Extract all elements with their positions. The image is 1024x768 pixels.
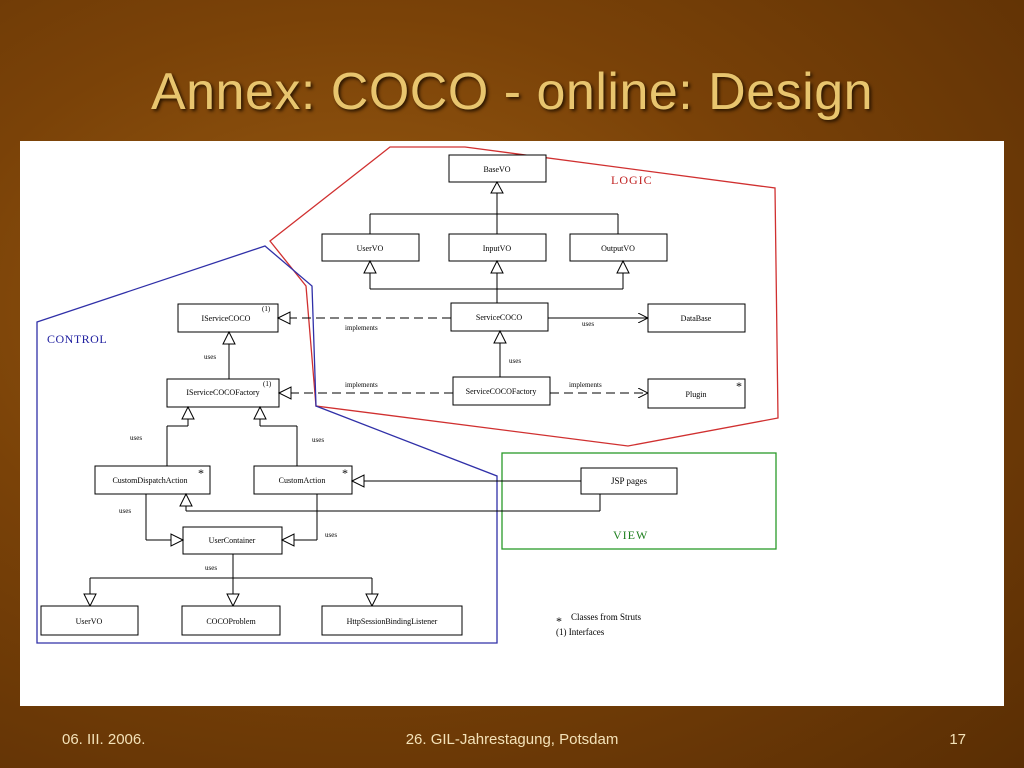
legend-interfaces-text: (1) Interfaces: [556, 627, 605, 637]
cocoproblem-name: COCOProblem: [206, 617, 256, 626]
plugin-box: [647, 378, 746, 409]
uses-label-database: uses: [582, 320, 594, 328]
footer-page-number: 17: [949, 731, 966, 748]
httpsessionbindinglistener-box: [321, 605, 463, 636]
uses-triangle-ifactory-left: [181, 405, 195, 420]
customaction-struts-marker: *: [342, 466, 348, 480]
customaction-name: CustomAction: [279, 476, 326, 485]
customaction-box: [253, 465, 353, 495]
uml-diagram: LOGIC CONTROL VIEW BaseVO UserVO InputVO…: [36, 146, 779, 644]
uses-label-ifactory-right: uses: [312, 436, 324, 444]
servicecoco-name: ServiceCOCO: [476, 313, 522, 322]
implements-label-iservicecoco: implements: [345, 324, 378, 332]
inputvo-box: [448, 233, 547, 262]
iservicecocofactory-name: IServiceCOCOFactory: [186, 388, 259, 397]
customdispatchaction-box: [94, 465, 211, 495]
logic-region: [269, 146, 779, 447]
basevo-name: BaseVO: [483, 165, 510, 174]
legend-struts-text: Classes from Struts: [571, 612, 641, 622]
view-label: VIEW: [613, 528, 648, 542]
slide-title: Annex: COCO - online: Design: [150, 63, 874, 121]
uses-triangle-ifactory-right: [253, 405, 267, 420]
uses-label-usercontainer-right: uses: [325, 531, 337, 539]
logic-label: LOGIC: [611, 173, 653, 187]
servicecocofactory-box: [452, 376, 551, 406]
jsppages-box: [580, 467, 678, 495]
uses-label-iservicecoco: uses: [204, 353, 216, 361]
jsp-triangle-customdispatchaction: [179, 492, 193, 507]
uservo-control-name: UserVO: [76, 617, 103, 626]
view-region: [501, 452, 777, 550]
plugin-name: Plugin: [686, 390, 707, 399]
httpsessionbindinglistener-name: HttpSessionBindingListener: [347, 617, 438, 626]
plugin-struts-marker: *: [736, 379, 742, 393]
usercontainer-uses-lines: [89, 554, 373, 594]
iservicecoco-interface-marker: (1): [262, 305, 271, 313]
diagram-panel: LOGIC CONTROL VIEW BaseVO UserVO InputVO…: [20, 141, 1004, 706]
uses-label-usercontainer-bottom: uses: [205, 564, 217, 572]
uservo-logic-name: UserVO: [357, 244, 384, 253]
uses-label-factory: uses: [509, 357, 521, 365]
jsppages-name: JSP pages: [611, 476, 647, 486]
uses-label-usercontainer-left: uses: [119, 507, 131, 515]
actions-uses-ifactory-lines: [166, 419, 298, 466]
footer-date: 06. III. 2006.: [62, 731, 146, 748]
database-box: [647, 303, 746, 333]
uservo-control-box: [40, 605, 139, 636]
customdispatchaction-name: CustomDispatchAction: [112, 476, 187, 485]
iservicecocofactory-interface-marker: (1): [263, 380, 272, 388]
legend-struts-marker: *: [556, 614, 562, 628]
usercontainer-name: UserContainer: [209, 536, 256, 545]
cocoproblem-box: [181, 605, 281, 636]
implements-triangle-ifactory: [277, 386, 292, 400]
uses-triangle-iservicecoco: [222, 330, 236, 345]
control-label: CONTROL: [47, 332, 107, 346]
footer-event: 26. GIL-Jahrestagung, Potsdam: [405, 731, 619, 748]
control-region: [36, 245, 498, 644]
inputvo-name: InputVO: [483, 244, 512, 253]
inheritance-triangles-logic: [363, 180, 630, 344]
implements-label-ifactory: implements: [345, 381, 378, 389]
vo-inheritance-lines: [369, 182, 624, 377]
outputvo-name: OutputVO: [601, 244, 635, 253]
iservicecoco-name: IServiceCOCO: [202, 314, 251, 323]
implements-triangle-iservicecoco: [276, 311, 291, 325]
uses-label-ifactory-left: uses: [130, 434, 142, 442]
database-name: DataBase: [681, 314, 712, 323]
actions-uses-usercontainer-lines: [145, 494, 318, 541]
usercontainer-box: [182, 526, 283, 555]
jsp-to-customdispatchaction: [185, 494, 601, 512]
iservicecocofactory-box: [166, 378, 280, 408]
uses-triangle-usercontainer-right: [280, 533, 295, 547]
servicecocofactory-name: ServiceCOCOFactory: [466, 387, 537, 396]
jsp-triangle-customaction: [350, 474, 365, 488]
implements-label-plugin: implements: [569, 381, 602, 389]
usercontainer-uses-triangles: [83, 593, 379, 608]
customdispatchaction-struts-marker: *: [198, 466, 204, 480]
basevo-box: [448, 154, 547, 183]
uservo-logic-box: [321, 233, 420, 262]
uses-triangle-usercontainer-left: [170, 533, 185, 547]
